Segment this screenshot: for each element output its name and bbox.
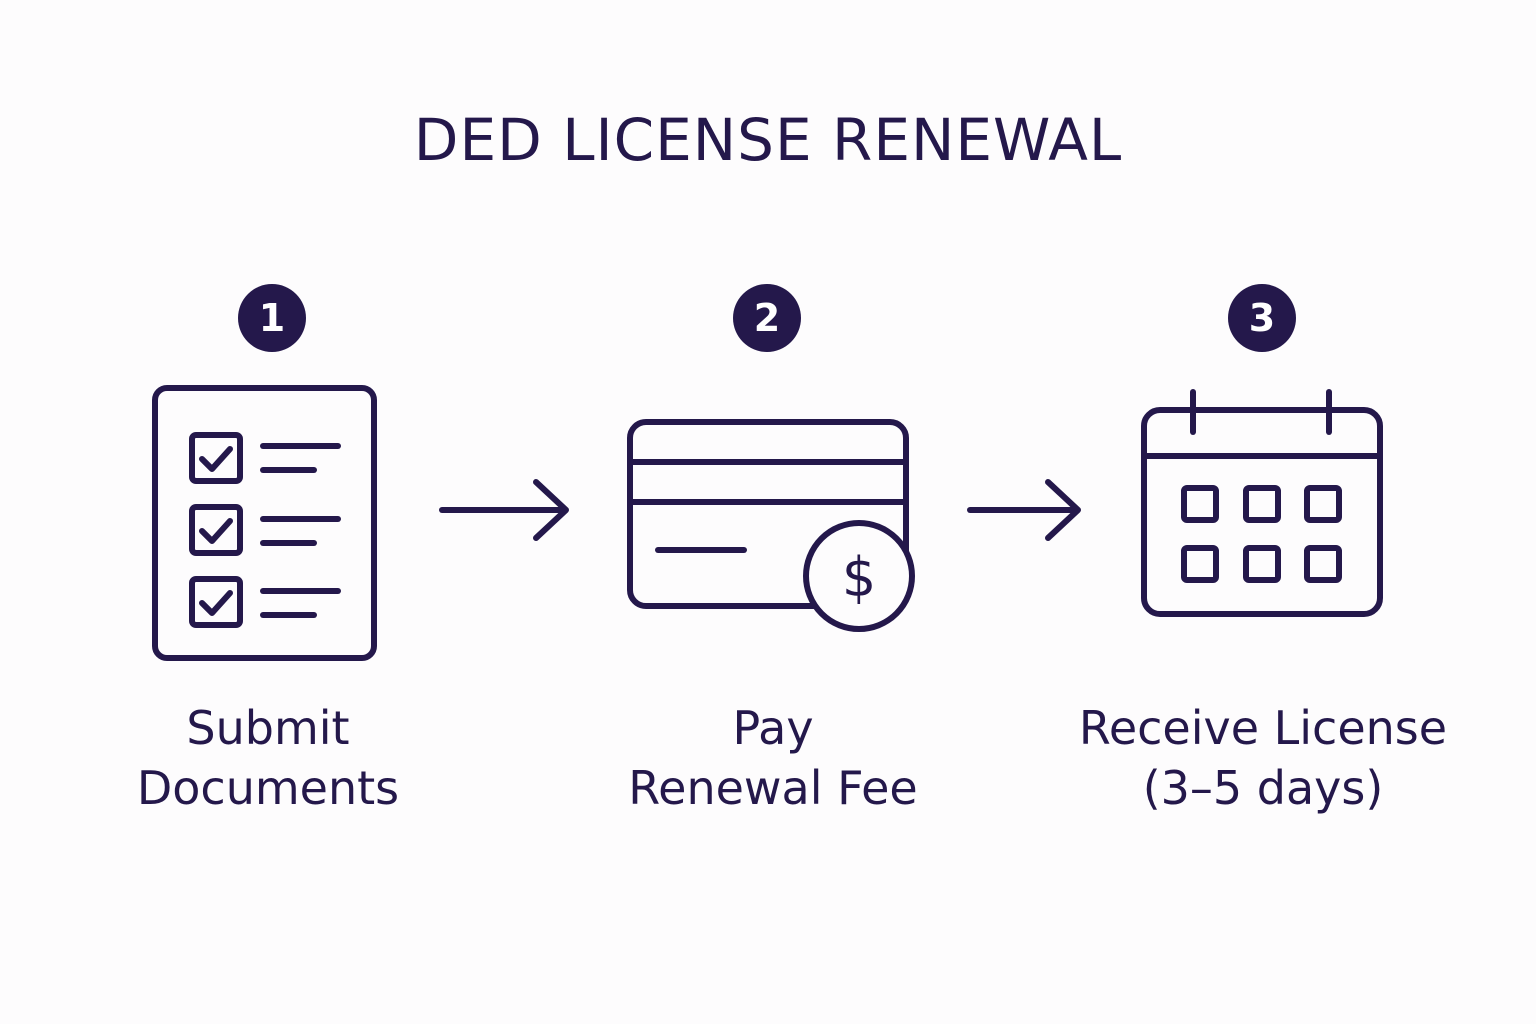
checklist-row-1 [189,432,341,484]
checklist-row-3 [189,576,341,628]
step-2-number-badge: 2 [733,284,801,352]
checklist-document-icon [152,385,377,661]
checklist-row-2 [189,504,341,556]
step-1-label-line-1: Submit [186,701,350,755]
step-1-label: Submit Documents [48,698,488,818]
step-3-number-badge: 3 [1228,284,1296,352]
diagram-title: DED LICENSE RENEWAL [413,106,1123,174]
dollar-sign: $ [842,546,876,609]
step-2-label-line-1: Pay [732,701,814,755]
arrow-right-icon [967,479,1081,541]
step-3-label-line-2: (3–5 days) [1142,761,1384,815]
arrow-right-icon [439,479,569,541]
step-1-label-line-2: Documents [136,761,400,815]
step-2-label: Pay Renewal Fee [553,698,993,818]
calendar-outline [1141,407,1383,617]
credit-card-outline [627,419,909,609]
step-2-label-line-2: Renewal Fee [628,761,918,815]
dollar-coin-icon [803,520,915,632]
calendar-icon [1141,389,1383,617]
step-3-label-line-1: Receive License [1078,701,1448,755]
document-outline [152,385,377,661]
step-1-number-badge: 1 [238,284,306,352]
step-3-label: Receive License (3–5 days) [1043,698,1483,818]
credit-card-dollar-icon: $ [627,419,915,632]
